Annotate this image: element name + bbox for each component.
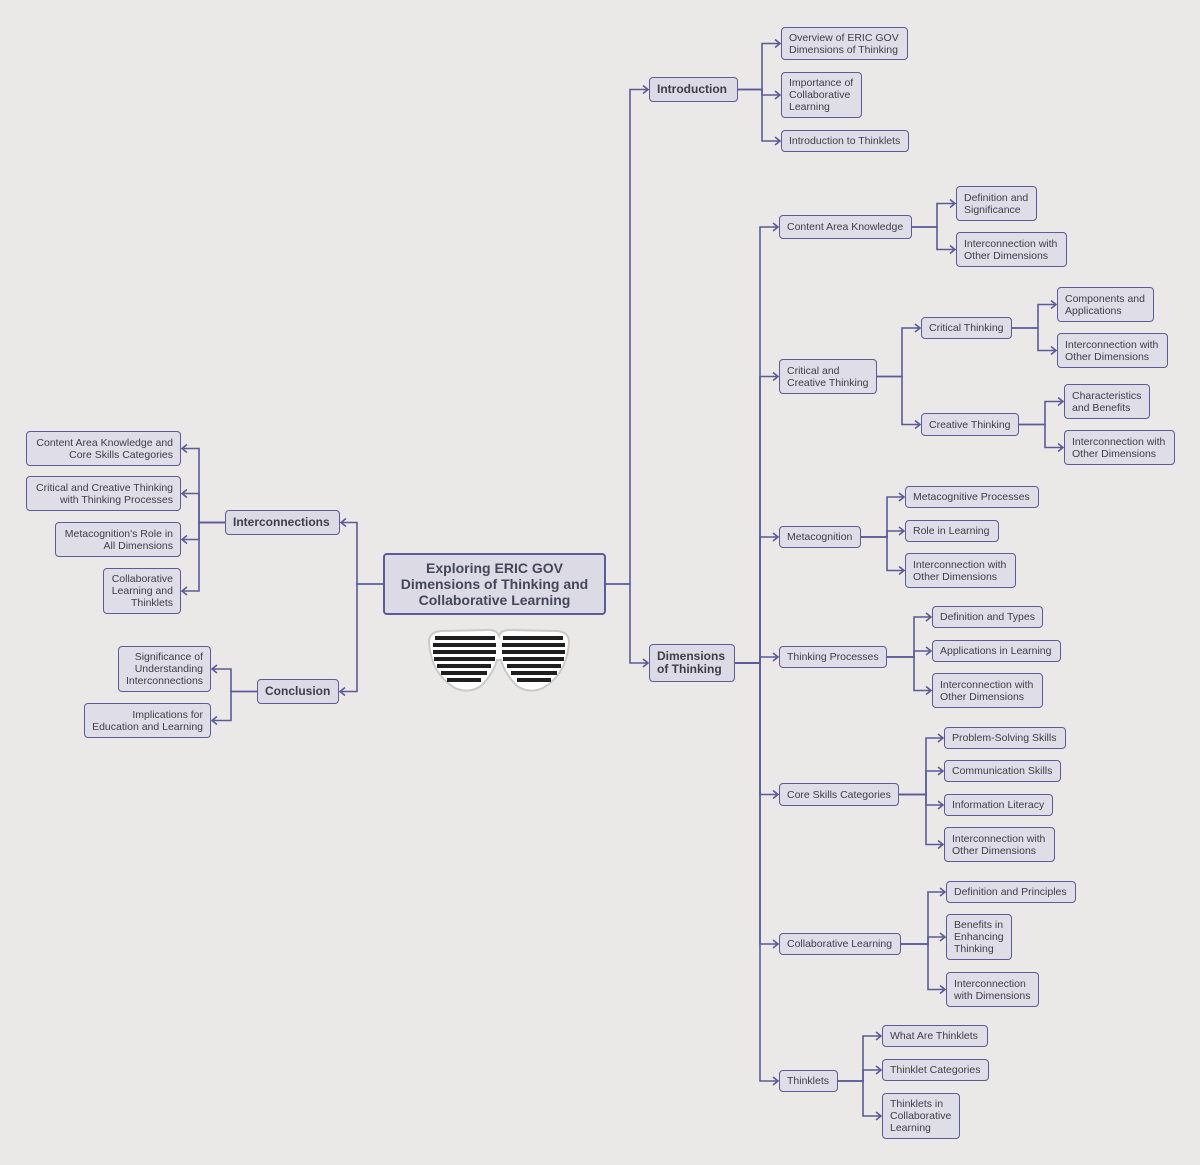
topic-metacognition-role[interactable]: Metacognition's Role in All Dimensions bbox=[55, 522, 181, 557]
intro-connector-2 bbox=[738, 90, 780, 146]
dims-connector-6 bbox=[735, 663, 778, 1085]
topic-metacognition[interactable]: Metacognition bbox=[779, 526, 861, 548]
topic-core-skills-categories[interactable]: Core Skills Categories bbox=[779, 783, 899, 806]
dims-connector-3 bbox=[735, 653, 778, 663]
collab-connector-0 bbox=[901, 888, 945, 944]
dims-connector-0 bbox=[735, 223, 778, 663]
branch-dimensions-of-thinking[interactable]: Dimensions of Thinking bbox=[649, 644, 735, 682]
topic-collaborative-interconnection[interactable]: Interconnection with Dimensions bbox=[946, 972, 1039, 1007]
topic-thinklets[interactable]: Thinklets bbox=[779, 1070, 838, 1092]
topic-information-literacy[interactable]: Information Literacy bbox=[944, 794, 1053, 816]
proc-connector-1 bbox=[887, 647, 931, 657]
meta-connector-1 bbox=[861, 527, 904, 537]
root-right-connector-1 bbox=[606, 584, 648, 667]
topic-content-area-knowledge[interactable]: Content Area Knowledge bbox=[779, 215, 912, 239]
inter-connector-3 bbox=[182, 523, 225, 596]
topic-thinklet-categories[interactable]: Thinklet Categories bbox=[882, 1059, 989, 1081]
branch-introduction[interactable]: Introduction bbox=[649, 77, 738, 102]
topic-content-core-skills[interactable]: Content Area Knowledge and Core Skills C… bbox=[26, 431, 181, 466]
root-topic[interactable]: Exploring ERIC GOV Dimensions of Thinkin… bbox=[383, 553, 606, 615]
topic-critical-creative-thinking[interactable]: Critical and Creative Thinking bbox=[779, 359, 877, 394]
topic-communication-skills[interactable]: Communication Skills bbox=[944, 760, 1061, 782]
topic-applications-learning[interactable]: Applications in Learning bbox=[932, 640, 1061, 662]
thinklets-connector-0 bbox=[838, 1032, 881, 1081]
concl-connector-0 bbox=[212, 665, 257, 692]
topic-benefits-enhancing-thinking[interactable]: Benefits in Enhancing Thinking bbox=[946, 914, 1012, 960]
intro-connector-0 bbox=[738, 40, 780, 90]
topic-intro-thinklets[interactable]: Introduction to Thinklets bbox=[781, 130, 909, 152]
topic-definition-types[interactable]: Definition and Types bbox=[932, 606, 1043, 628]
inter-connector-2 bbox=[182, 523, 225, 544]
thinklets-connector-1 bbox=[838, 1066, 881, 1081]
topic-definition-principles[interactable]: Definition and Principles bbox=[946, 881, 1076, 903]
topic-significance-understanding[interactable]: Significance of Understanding Interconne… bbox=[118, 646, 211, 692]
root-left-connector-1 bbox=[340, 584, 383, 696]
dims-connector-2 bbox=[735, 533, 778, 663]
intro-connector-1 bbox=[738, 90, 780, 100]
thinklets-connector-2 bbox=[838, 1081, 881, 1120]
inter-connector-1 bbox=[182, 490, 225, 523]
branch-interconnections[interactable]: Interconnections bbox=[225, 510, 340, 535]
shutter-shades-icon bbox=[425, 628, 573, 694]
topic-critical-interconnection[interactable]: Interconnection with Other Dimensions bbox=[1057, 333, 1168, 368]
inter-connector-0 bbox=[182, 445, 225, 523]
proc-connector-2 bbox=[887, 657, 931, 695]
critical-connector-1 bbox=[1012, 328, 1056, 355]
topic-thinking-processes[interactable]: Thinking Processes bbox=[779, 646, 887, 668]
critical-connector-0 bbox=[1012, 301, 1056, 329]
topic-critical-creative-processes[interactable]: Critical and Creative Thinking with Thin… bbox=[26, 476, 181, 511]
collab-connector-1 bbox=[901, 933, 945, 944]
topic-metacognitive-processes[interactable]: Metacognitive Processes bbox=[905, 486, 1039, 508]
topic-thinklets-collaborative[interactable]: Thinklets in Collaborative Learning bbox=[882, 1093, 960, 1139]
content-connector-1 bbox=[912, 227, 955, 254]
core-connector-2 bbox=[899, 795, 943, 810]
topic-problem-solving-skills[interactable]: Problem-Solving Skills bbox=[944, 727, 1066, 749]
core-connector-3 bbox=[899, 795, 943, 849]
dims-connector-1 bbox=[735, 373, 778, 664]
topic-overview-dimensions[interactable]: Overview of ERIC GOV Dimensions of Think… bbox=[781, 27, 908, 60]
topic-collaborative-learning[interactable]: Collaborative Learning bbox=[779, 933, 901, 955]
creative-connector-0 bbox=[1019, 398, 1063, 425]
topic-processes-interconnection[interactable]: Interconnection with Other Dimensions bbox=[932, 673, 1043, 708]
topic-core-skills-interconnection[interactable]: Interconnection with Other Dimensions bbox=[944, 827, 1055, 862]
topic-critical-thinking[interactable]: Critical Thinking bbox=[921, 317, 1012, 339]
creative-connector-1 bbox=[1019, 425, 1063, 452]
topic-components-applications[interactable]: Components and Applications bbox=[1057, 287, 1154, 322]
critcreat-connector-0 bbox=[877, 324, 920, 377]
collab-connector-2 bbox=[901, 944, 945, 994]
core-connector-0 bbox=[899, 734, 943, 795]
topic-implications-education[interactable]: Implications for Education and Learning bbox=[84, 703, 211, 738]
dims-connector-5 bbox=[735, 663, 778, 948]
topic-collaborative-thinklets[interactable]: Collaborative Learning and Thinklets bbox=[103, 568, 181, 614]
topic-metacognition-interconnection[interactable]: Interconnection with Other Dimensions bbox=[905, 553, 1016, 588]
topic-characteristics-benefits[interactable]: Characteristics and Benefits bbox=[1064, 384, 1150, 419]
dims-connector-4 bbox=[735, 663, 778, 799]
core-connector-1 bbox=[899, 767, 943, 795]
topic-importance-collaborative[interactable]: Importance of Collaborative Learning bbox=[781, 72, 862, 118]
topic-creative-thinking[interactable]: Creative Thinking bbox=[921, 413, 1019, 436]
concl-connector-1 bbox=[212, 692, 257, 725]
root-right-connector-0 bbox=[606, 86, 648, 585]
topic-definition-significance[interactable]: Definition and Significance bbox=[956, 186, 1037, 221]
critcreat-connector-1 bbox=[877, 377, 920, 429]
branch-conclusion[interactable]: Conclusion bbox=[257, 679, 339, 704]
meta-connector-2 bbox=[861, 537, 904, 575]
content-connector-0 bbox=[912, 200, 955, 228]
topic-role-in-learning[interactable]: Role in Learning bbox=[905, 520, 999, 542]
topic-content-interconnection[interactable]: Interconnection with Other Dimensions bbox=[956, 232, 1067, 267]
topic-what-are-thinklets[interactable]: What Are Thinklets bbox=[882, 1025, 988, 1047]
topic-creative-interconnection[interactable]: Interconnection with Other Dimensions bbox=[1064, 430, 1175, 465]
root-left-connector-0 bbox=[341, 519, 383, 585]
